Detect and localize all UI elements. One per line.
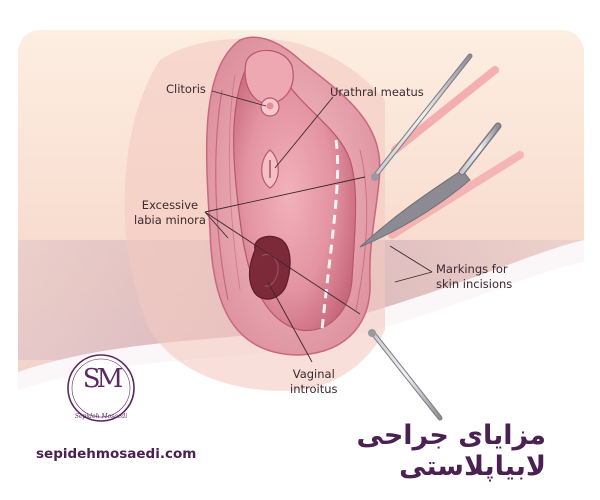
website-link[interactable]: sepidehmosaedi.com	[36, 446, 197, 462]
incision-marking	[320, 139, 340, 331]
label-markings: Markings for skin incisions	[436, 262, 513, 291]
label-excessive-labia-minora: Excessive labia minora	[134, 198, 206, 227]
page-title: مزایای جراحی لابیاپلاستی	[356, 420, 546, 482]
scalpel-icon	[359, 122, 502, 248]
page-title-banner: مزایای جراحی لابیاپلاستی	[236, 420, 546, 482]
vaginal-introitus	[248, 235, 291, 300]
logo	[67, 354, 135, 422]
forceps-icon-bottom	[368, 329, 443, 421]
logo-brand-name: Sepideh Mosaedi	[74, 413, 128, 420]
label-urethral-meatus: Urathral meatus	[330, 85, 424, 99]
label-vaginal-introitus: Vaginal introitus	[290, 367, 338, 396]
leader-lines	[204, 90, 433, 363]
label-clitoris: Clitoris	[166, 82, 206, 96]
forceps-icon-top	[371, 53, 473, 181]
clitoral-hood	[244, 49, 294, 105]
logo-monogram: SM	[82, 364, 123, 394]
